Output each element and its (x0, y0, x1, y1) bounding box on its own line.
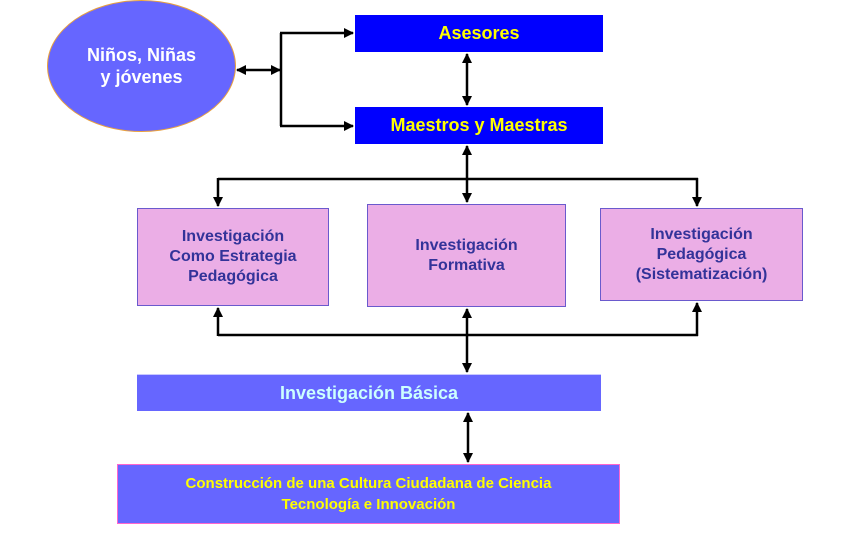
node-formative-research: Investigación Formativa (367, 204, 566, 307)
node-culture: Construcción de una Cultura Ciudadana de… (117, 464, 620, 524)
node-formative-research-label: Investigación Formativa (415, 236, 518, 274)
node-students: Niños, Niñas y jóvenes (47, 0, 236, 132)
node-advisors-label: Asesores (438, 23, 520, 43)
node-basic-research-label: Investigación Básica (279, 382, 459, 403)
node-students-label: Niños, Niñas y jóvenes (86, 45, 197, 87)
node-research-strategy-label: Investigación Como Estrategia Pedagógica (169, 228, 297, 285)
node-pedagogical-research-label: Investigación Pedagógica (Sistematizació… (635, 225, 768, 283)
node-teachers: Maestros y Maestras (355, 107, 603, 144)
node-research-strategy: Investigación Como Estrategia Pedagógica (137, 208, 329, 306)
node-pedagogical-research: Investigación Pedagógica (Sistematizació… (600, 208, 803, 301)
node-advisors: Asesores (355, 15, 603, 52)
node-basic-research: Investigación Básica (137, 374, 601, 411)
node-culture-label: Construcción de una Cultura Ciudadana de… (185, 475, 552, 513)
node-teachers-label: Maestros y Maestras (390, 115, 568, 135)
